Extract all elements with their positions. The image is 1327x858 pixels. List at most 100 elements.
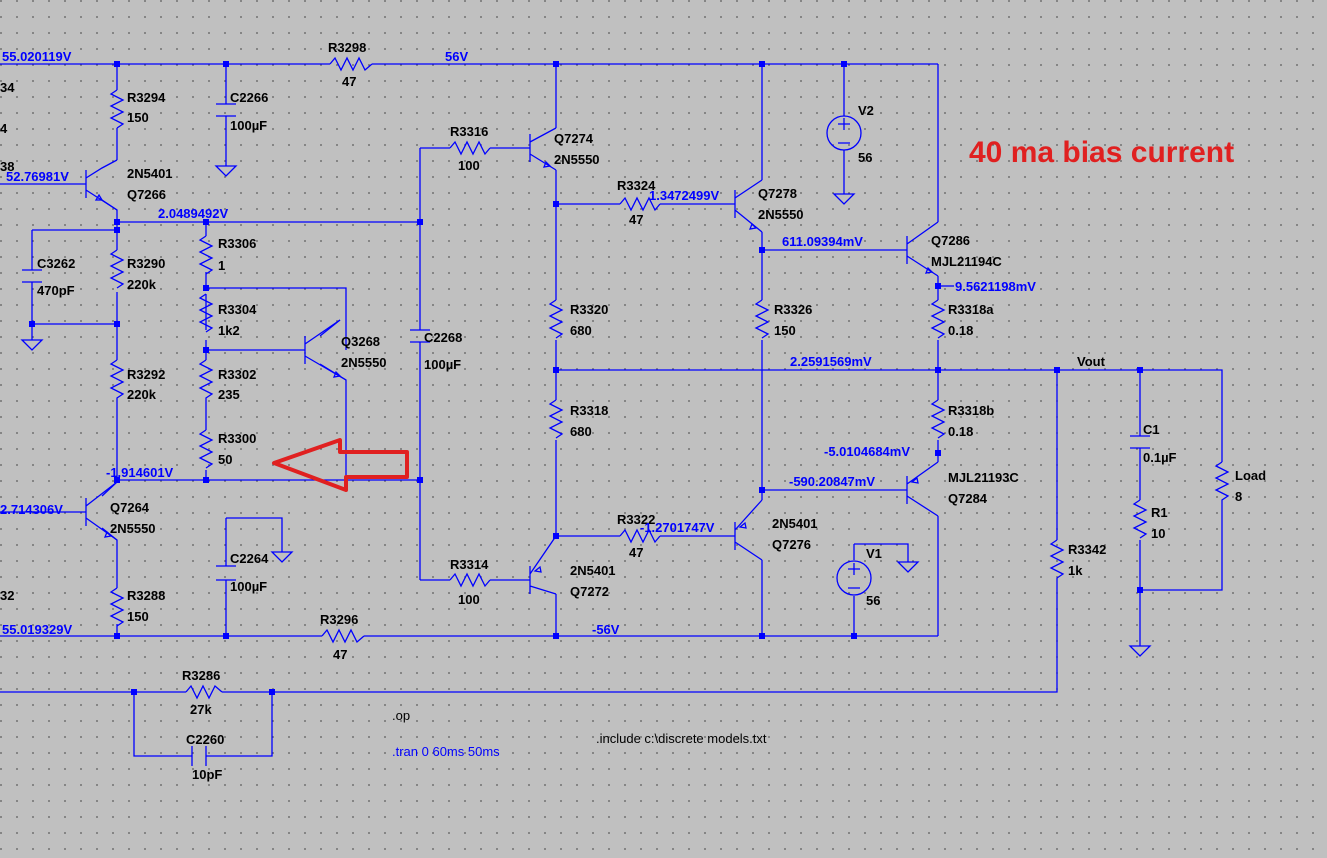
r3294-symbol[interactable] bbox=[109, 89, 125, 129]
component-label: Q7278 bbox=[758, 186, 797, 201]
r3326-symbol[interactable] bbox=[754, 299, 770, 339]
component-label: Load bbox=[1235, 468, 1266, 483]
net-label: 2.714306V bbox=[0, 502, 63, 517]
net-label: 1.3472499V bbox=[649, 188, 719, 203]
c1-symbol[interactable] bbox=[1130, 435, 1150, 449]
r3304-symbol[interactable] bbox=[198, 293, 214, 333]
component-value: 220k bbox=[127, 277, 157, 292]
component-label: R3290 bbox=[127, 256, 165, 271]
c2260-symbol[interactable] bbox=[191, 746, 207, 766]
q3268-symbol[interactable] bbox=[304, 319, 347, 381]
r3298-symbol[interactable] bbox=[329, 56, 373, 72]
component-value: 50 bbox=[218, 452, 232, 467]
component-label: C2260 bbox=[186, 732, 224, 747]
component-value: Q7272 bbox=[570, 584, 609, 599]
component-value: 0.1µF bbox=[1143, 450, 1177, 465]
component-label: R3324 bbox=[617, 178, 656, 193]
r3286-symbol[interactable] bbox=[185, 684, 223, 700]
net-label: 56V bbox=[445, 49, 468, 64]
component-label: R3342 bbox=[1068, 542, 1106, 557]
v2-source[interactable] bbox=[826, 115, 862, 151]
component-value: 2N5401 bbox=[127, 166, 173, 181]
c3262-symbol[interactable] bbox=[22, 269, 42, 283]
op-directive[interactable]: .op bbox=[392, 708, 410, 723]
r3324-symbol[interactable] bbox=[619, 196, 661, 212]
component-label: R3296 bbox=[320, 612, 358, 627]
r3318-symbol[interactable] bbox=[548, 399, 564, 439]
r3314-symbol[interactable] bbox=[449, 572, 491, 588]
q7286-symbol[interactable] bbox=[906, 221, 939, 277]
q7266-symbol[interactable] bbox=[85, 159, 118, 211]
q7278-symbol[interactable] bbox=[734, 179, 763, 233]
c2264-symbol[interactable] bbox=[216, 565, 236, 581]
r3302-symbol[interactable] bbox=[198, 359, 214, 410]
component-value: 220k bbox=[127, 387, 157, 402]
r3296-symbol[interactable] bbox=[321, 628, 365, 644]
net-label: -590.20847mV bbox=[789, 474, 875, 489]
component-value: 150 bbox=[127, 609, 149, 624]
c2268-symbol[interactable] bbox=[410, 329, 430, 343]
r3316-symbol[interactable] bbox=[449, 140, 491, 156]
component-value: 680 bbox=[570, 323, 592, 338]
component-label: R3306 bbox=[218, 236, 256, 251]
net-label: 2.0489492V bbox=[158, 206, 228, 221]
component-label: Q7264 bbox=[110, 500, 150, 515]
tran-directive[interactable]: .tran 0 60ms 50ms bbox=[392, 744, 500, 759]
ground-icon bbox=[270, 551, 294, 563]
component-value: 2N5550 bbox=[758, 207, 804, 222]
component-value: 680 bbox=[570, 424, 592, 439]
r3342-symbol[interactable] bbox=[1049, 539, 1065, 579]
grounds bbox=[20, 165, 1152, 657]
component-value: 10 bbox=[1151, 526, 1165, 541]
component-value: 47 bbox=[333, 647, 347, 662]
r3320-symbol[interactable] bbox=[548, 299, 564, 339]
component-value: 2N5550 bbox=[110, 521, 156, 536]
q7264-symbol[interactable] bbox=[85, 481, 118, 541]
r3290-symbol[interactable] bbox=[109, 249, 125, 289]
include-directive[interactable]: .include c:\discrete models.txt bbox=[596, 731, 767, 746]
component-label: R3318 bbox=[570, 403, 608, 418]
net-label: 52.76981V bbox=[6, 169, 69, 184]
ground-icon bbox=[896, 561, 920, 573]
r3306-symbol[interactable] bbox=[198, 235, 214, 275]
component-label: R3318a bbox=[948, 302, 994, 317]
sources bbox=[826, 115, 872, 596]
component-label: Q3268 bbox=[341, 334, 380, 349]
component-value: 47 bbox=[629, 545, 643, 560]
q7272-symbol[interactable] bbox=[529, 535, 557, 595]
r3322-symbol[interactable] bbox=[619, 528, 661, 544]
r3288-symbol[interactable] bbox=[109, 587, 125, 627]
component-label: C2264 bbox=[230, 551, 269, 566]
component-label: R3300 bbox=[218, 431, 256, 446]
component-label: 2N5401 bbox=[570, 563, 616, 578]
q7274-symbol[interactable] bbox=[529, 127, 557, 171]
ground-icon bbox=[1128, 645, 1152, 657]
component-label: R3286 bbox=[182, 668, 220, 683]
net-label: -1.914601V bbox=[106, 465, 174, 480]
component-value: 56 bbox=[858, 150, 872, 165]
component-value: 2N5550 bbox=[554, 152, 600, 167]
net-label-fragment: 4 bbox=[0, 121, 8, 136]
r3300-symbol[interactable] bbox=[198, 429, 214, 469]
ground-icon bbox=[832, 193, 856, 205]
c2266-symbol[interactable] bbox=[216, 103, 236, 117]
component-value: 47 bbox=[342, 74, 356, 89]
component-label: C1 bbox=[1143, 422, 1160, 437]
load-symbol[interactable] bbox=[1214, 461, 1230, 504]
component-label: C2266 bbox=[230, 90, 268, 105]
component-label: R3292 bbox=[127, 367, 165, 382]
r1-symbol[interactable] bbox=[1132, 499, 1148, 539]
net-label-vout: Vout bbox=[1077, 354, 1106, 369]
spice-directives: .op .tran 0 60ms 50ms .include c:\discre… bbox=[392, 708, 767, 759]
v1-source[interactable] bbox=[836, 560, 872, 596]
q7284-symbol[interactable] bbox=[906, 461, 939, 517]
component-value: 27k bbox=[190, 702, 212, 717]
ground-icon bbox=[20, 339, 44, 351]
r3318a-symbol[interactable] bbox=[930, 299, 946, 339]
component-value: 56 bbox=[866, 593, 880, 608]
r3292-symbol[interactable] bbox=[109, 359, 125, 410]
net-label: -56V bbox=[592, 622, 620, 637]
q7276-symbol[interactable] bbox=[734, 499, 763, 561]
r3318b-symbol[interactable] bbox=[930, 399, 946, 439]
